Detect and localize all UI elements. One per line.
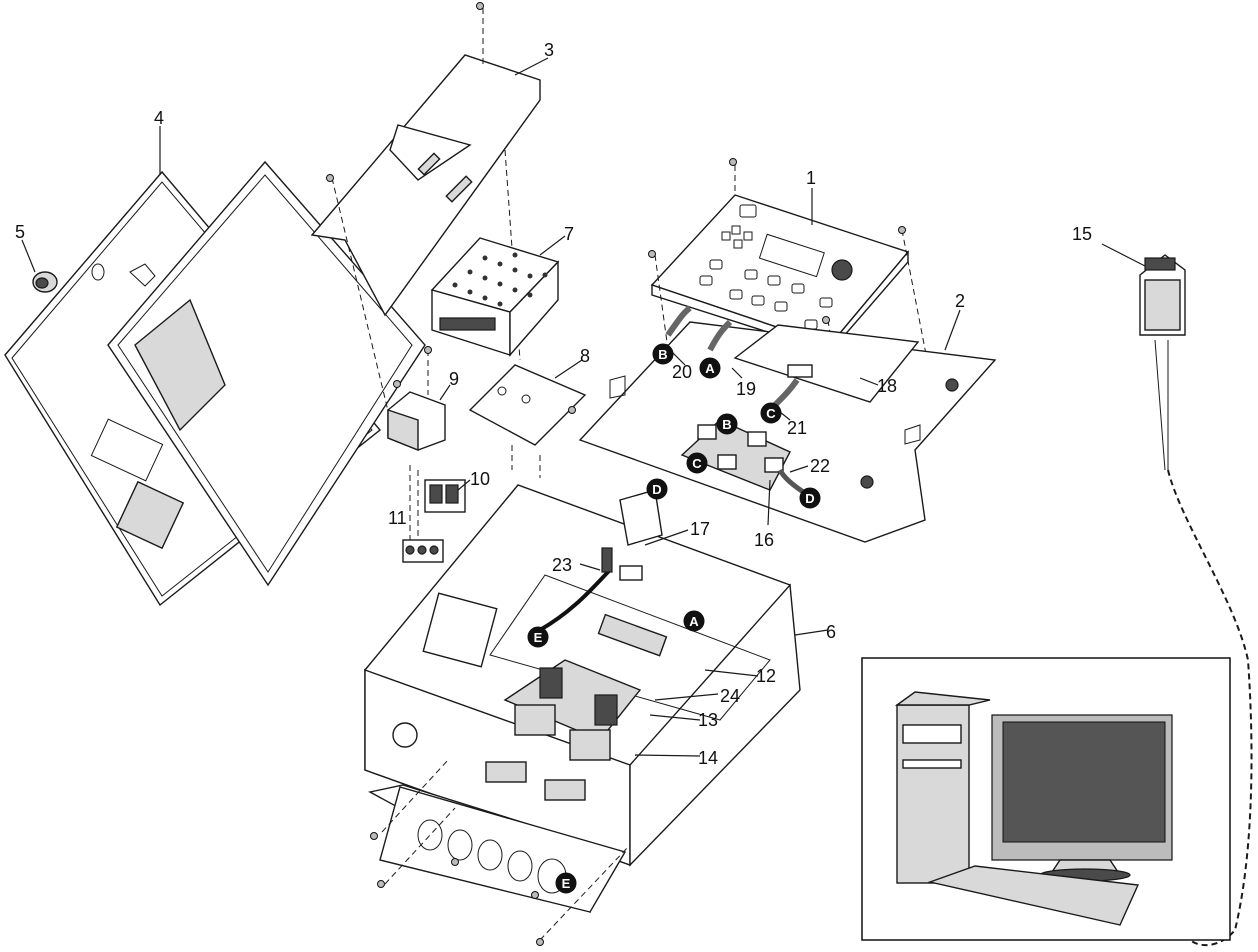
svg-text:C: C [692,456,702,471]
callout-3: 3 [544,40,554,60]
svg-text:A: A [705,361,715,376]
power-supply [430,237,560,357]
callout-21: 21 [787,418,807,438]
door-gasket-frame [107,160,426,587]
callout-20: 20 [672,362,692,382]
connector-badge-d-2: D [799,487,821,509]
connector-badge-a-1: A [699,357,721,379]
svg-text:B: B [722,417,731,432]
callout-9: 9 [449,369,459,389]
connector-badge-d-1: D [646,478,668,500]
callout-24: 24 [720,686,740,706]
callout-23: 23 [552,555,572,575]
callout-13: 13 [698,710,718,730]
callout-11: 11 [388,508,407,528]
relay-module [387,350,446,452]
svg-text:D: D [805,491,814,506]
connector-badge-c-1: C [760,402,782,424]
connector-badges: B A C B C D D A [527,343,821,894]
computer-inset [861,657,1231,941]
callout-18: 18 [877,376,897,396]
screws [326,2,906,946]
ribbon-cables [665,305,800,408]
svg-text:D: D [652,482,661,497]
connector-badge-b-2: B [716,413,738,435]
terminal-block [402,465,444,563]
callout-12: 12 [756,666,776,686]
callout-16: 16 [754,530,774,550]
leader-lines [21,57,1146,757]
callout-14: 14 [698,748,718,768]
svg-text:A: A [689,614,699,629]
callout-5: 5 [15,222,25,242]
callout-4: 4 [154,108,164,128]
callout-15: 15 [1072,224,1092,244]
callout-7: 7 [564,224,574,244]
door-knob [32,271,58,293]
svg-text:B: B [658,347,667,362]
connector-badge-e-1: E [527,626,549,648]
callout-10: 10 [470,469,490,489]
connector-badge-e-2: E [555,872,577,894]
mounting-bracket [468,364,587,478]
back-plate [578,321,997,543]
callout-1: 1 [806,168,816,188]
svg-text:E: E [534,630,543,645]
top-cover [310,8,541,441]
callout-17: 17 [690,519,710,539]
usb-adapter [1139,254,1253,947]
switch-block [424,479,466,513]
connector-badge-b-1: B [652,343,674,365]
callout-2: 2 [955,291,965,311]
connector-badge-c-2: C [686,452,708,474]
callout-19: 19 [736,379,756,399]
callout-numbers: 1 2 3 4 5 6 7 8 9 10 11 12 13 14 15 16 1… [15,40,1092,768]
callout-22: 22 [810,456,830,476]
connector-badge-a-2: A [683,610,705,632]
callout-6: 6 [826,622,836,642]
svg-text:C: C [766,406,776,421]
svg-text:E: E [562,876,571,891]
callout-8: 8 [580,346,590,366]
